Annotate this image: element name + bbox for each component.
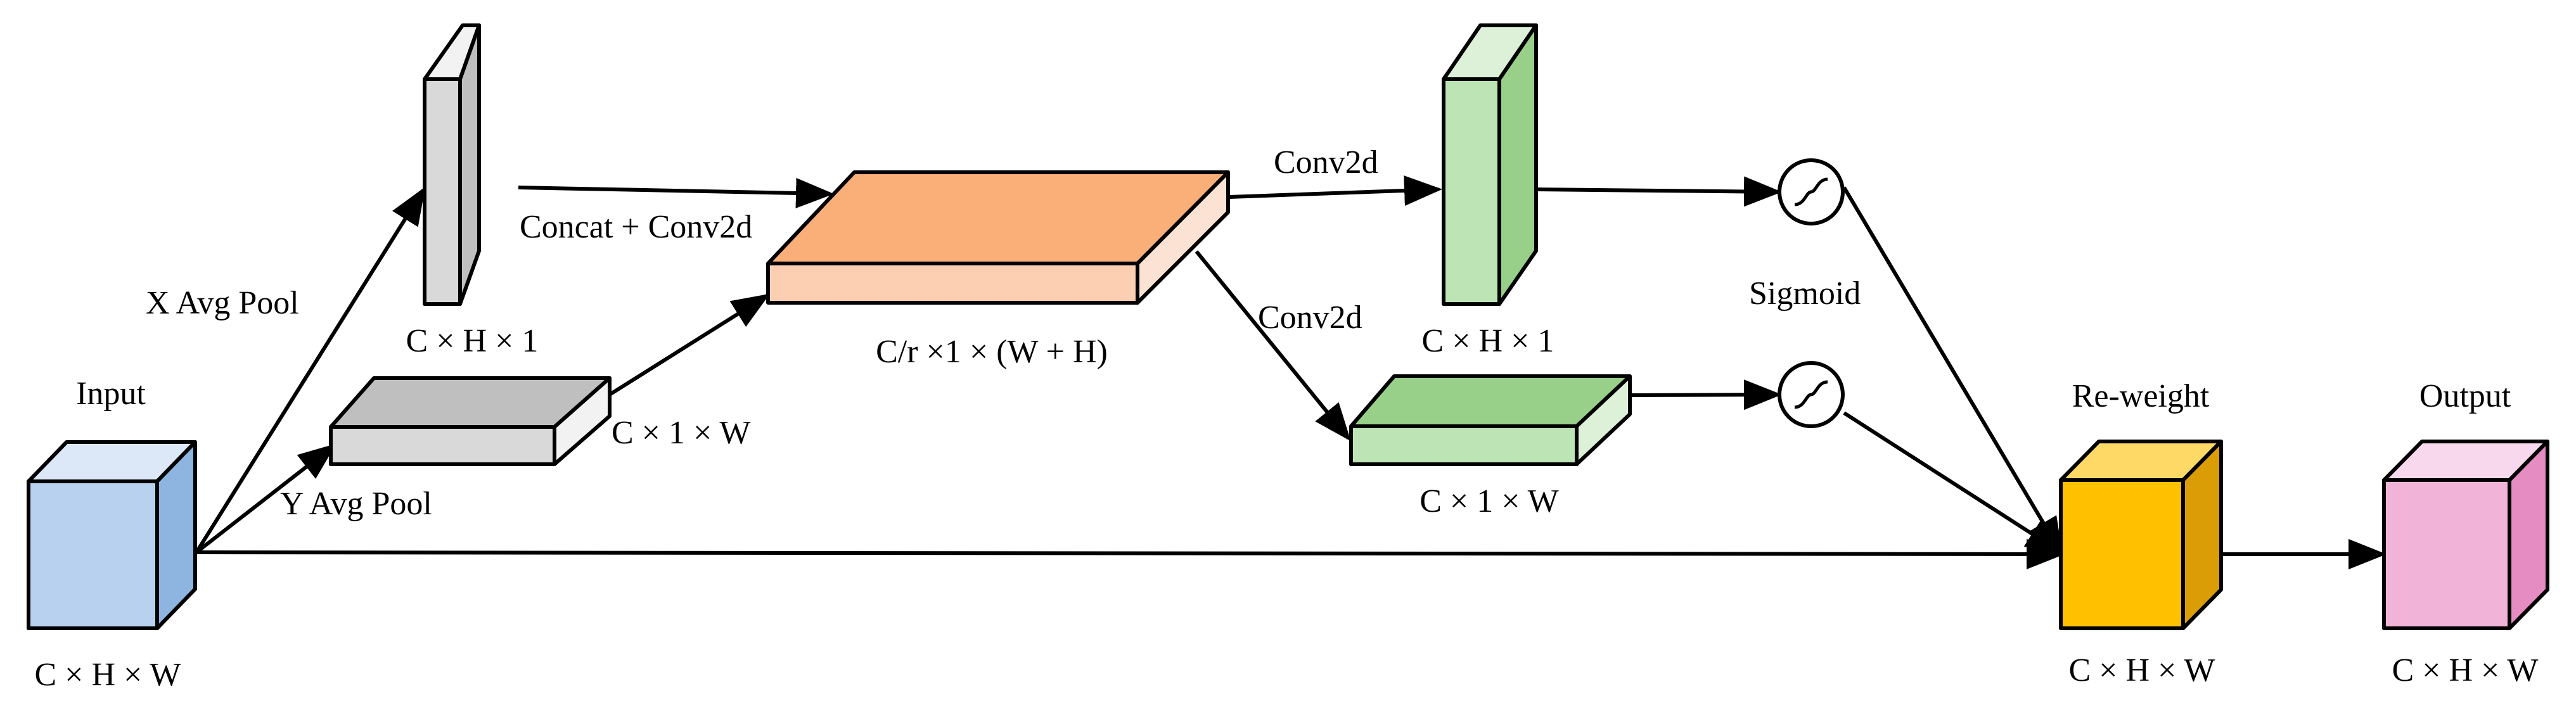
output-shape: C × H × W: [2392, 652, 2538, 688]
sigmoid-bottom-icon: [1794, 380, 1828, 409]
w-attn-shape: C × 1 × W: [1419, 483, 1558, 519]
edge-xpool-to-concat: [518, 177, 834, 208]
conv2d-bottom-label: Conv2d: [1258, 300, 1362, 336]
edge-ypool-to-concat: [608, 293, 771, 396]
input-shape: C × H × W: [34, 657, 181, 693]
sigmoid-bottom-node: [1778, 361, 1845, 428]
input-title: Input: [76, 376, 146, 412]
x-avg-pool-label: X Avg Pool: [146, 285, 299, 321]
edges: [195, 175, 2387, 569]
x-pool-shape: C × H × 1: [406, 323, 539, 359]
w-attention-block: [1349, 374, 1632, 466]
edge-input-to-reweight: [196, 538, 2065, 569]
reweight-block: [2059, 440, 2223, 630]
reweight-title: Re-weight: [2072, 378, 2210, 414]
concat-block: [766, 170, 1230, 305]
h-attn-shape: C × H × 1: [1422, 323, 1554, 359]
concat-shape: C/r ×1 × (W + H): [876, 334, 1108, 370]
edge-sigmoid-bottom-to-reweight: [1843, 411, 2065, 555]
edge-hattn-to-sigmoid-top: [1535, 176, 1782, 207]
edge-concat-to-wattn: [1195, 250, 1351, 441]
h-attention-block: [1442, 23, 1538, 306]
sigmoid-label: Sigmoid: [1749, 276, 1861, 312]
sigmoid-top-node: [1778, 158, 1845, 225]
edge-sigmoid-top-to-reweight: [1842, 186, 2063, 556]
concat-conv-label: Concat + Conv2d: [520, 209, 752, 245]
edge-concat-to-hattn: [1229, 175, 1442, 206]
input-block: [27, 440, 197, 630]
reweight-shape: C × H × W: [2068, 652, 2215, 688]
output-block: [2382, 440, 2549, 630]
x-pool-block: [423, 23, 481, 306]
y-pool-block: [329, 376, 612, 466]
conv2d-top-label: Conv2d: [1274, 144, 1378, 181]
edge-input-to-xpool: [195, 186, 426, 554]
sigmoid-top-icon: [1794, 177, 1828, 206]
y-pool-shape: C × 1 × W: [612, 415, 750, 451]
edge-input-to-ypool: [195, 443, 336, 554]
output-title: Output: [2419, 378, 2511, 414]
y-avg-pool-label: Y Avg Pool: [280, 486, 432, 522]
